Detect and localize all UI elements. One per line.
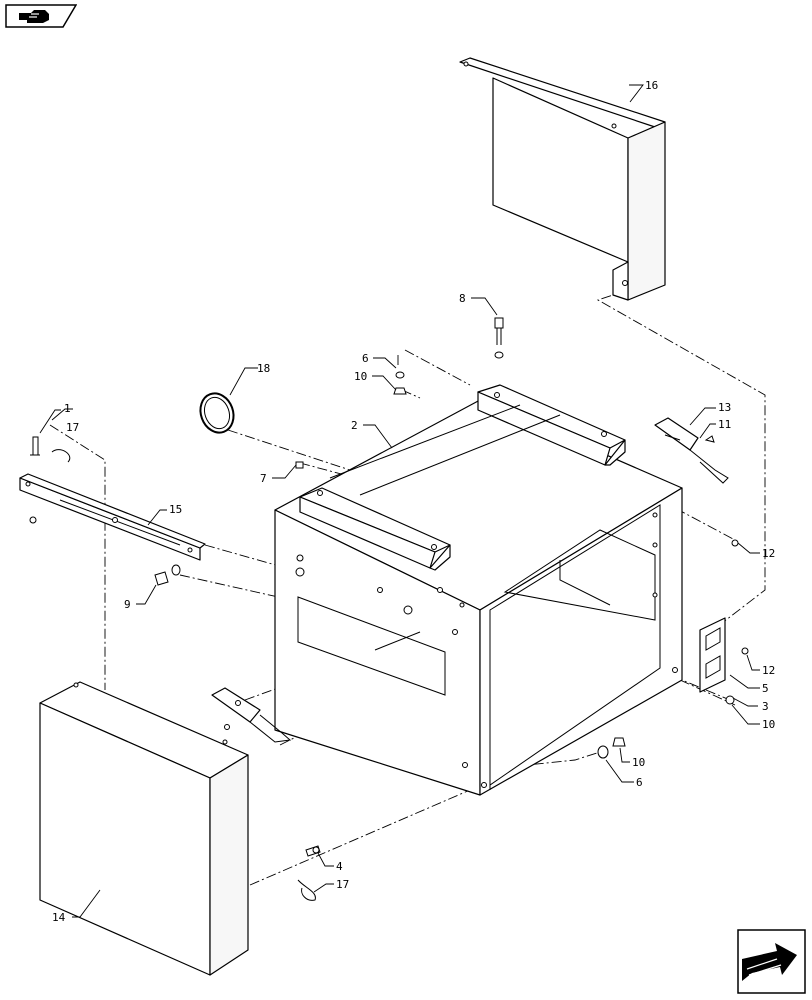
callout-17-upper: 17 — [66, 421, 79, 434]
callout-12-lower: 12 — [762, 664, 775, 677]
part-latch-right — [654, 417, 729, 484]
callout-labels: 16 18 2 8 6 10 7 1 17 15 9 13 11 12 12 5… — [52, 79, 775, 924]
callout-11: 11 — [718, 418, 731, 431]
callout-3: 3 — [762, 700, 769, 713]
next-page-arrow-icon — [737, 929, 806, 994]
part-front-cover — [39, 681, 249, 976]
part-hardware — [29, 317, 749, 901]
callout-10-right: 10 — [762, 718, 775, 731]
callout-9: 9 — [124, 598, 131, 611]
callout-17-lower: 17 — [336, 878, 349, 891]
callout-6-upper: 6 — [362, 352, 369, 365]
callout-15: 14 — [52, 911, 66, 924]
callout-10-lower: 10 — [632, 756, 645, 769]
callout-14: 16 — [645, 79, 658, 92]
part-o-ring — [199, 392, 235, 434]
next-page-button[interactable] — [737, 929, 806, 994]
part-top-shield — [459, 57, 666, 301]
callout-7: 7 — [260, 472, 267, 485]
callout-6-lower: 6 — [636, 776, 643, 789]
callout-leaders — [39, 84, 760, 918]
callout-2: 2 — [351, 419, 358, 432]
hand-pointing-icon — [5, 4, 78, 28]
callout-5: 5 — [762, 682, 769, 695]
part-main-box — [274, 384, 683, 796]
part-latch-left — [211, 687, 292, 743]
callout-18: 18 — [257, 362, 270, 375]
callout-4: 4 — [336, 860, 343, 873]
previous-page-button[interactable] — [5, 4, 78, 28]
callout-10-upper: 10 — [354, 370, 367, 383]
part-side-plate — [699, 617, 726, 693]
part-rail — [19, 473, 206, 561]
callout-16: 15 — [169, 503, 182, 516]
callout-13: 13 — [718, 401, 731, 414]
callout-1: 1 — [64, 402, 71, 415]
callout-12-upper: 12 — [762, 547, 775, 560]
callout-8: 8 — [459, 292, 466, 305]
